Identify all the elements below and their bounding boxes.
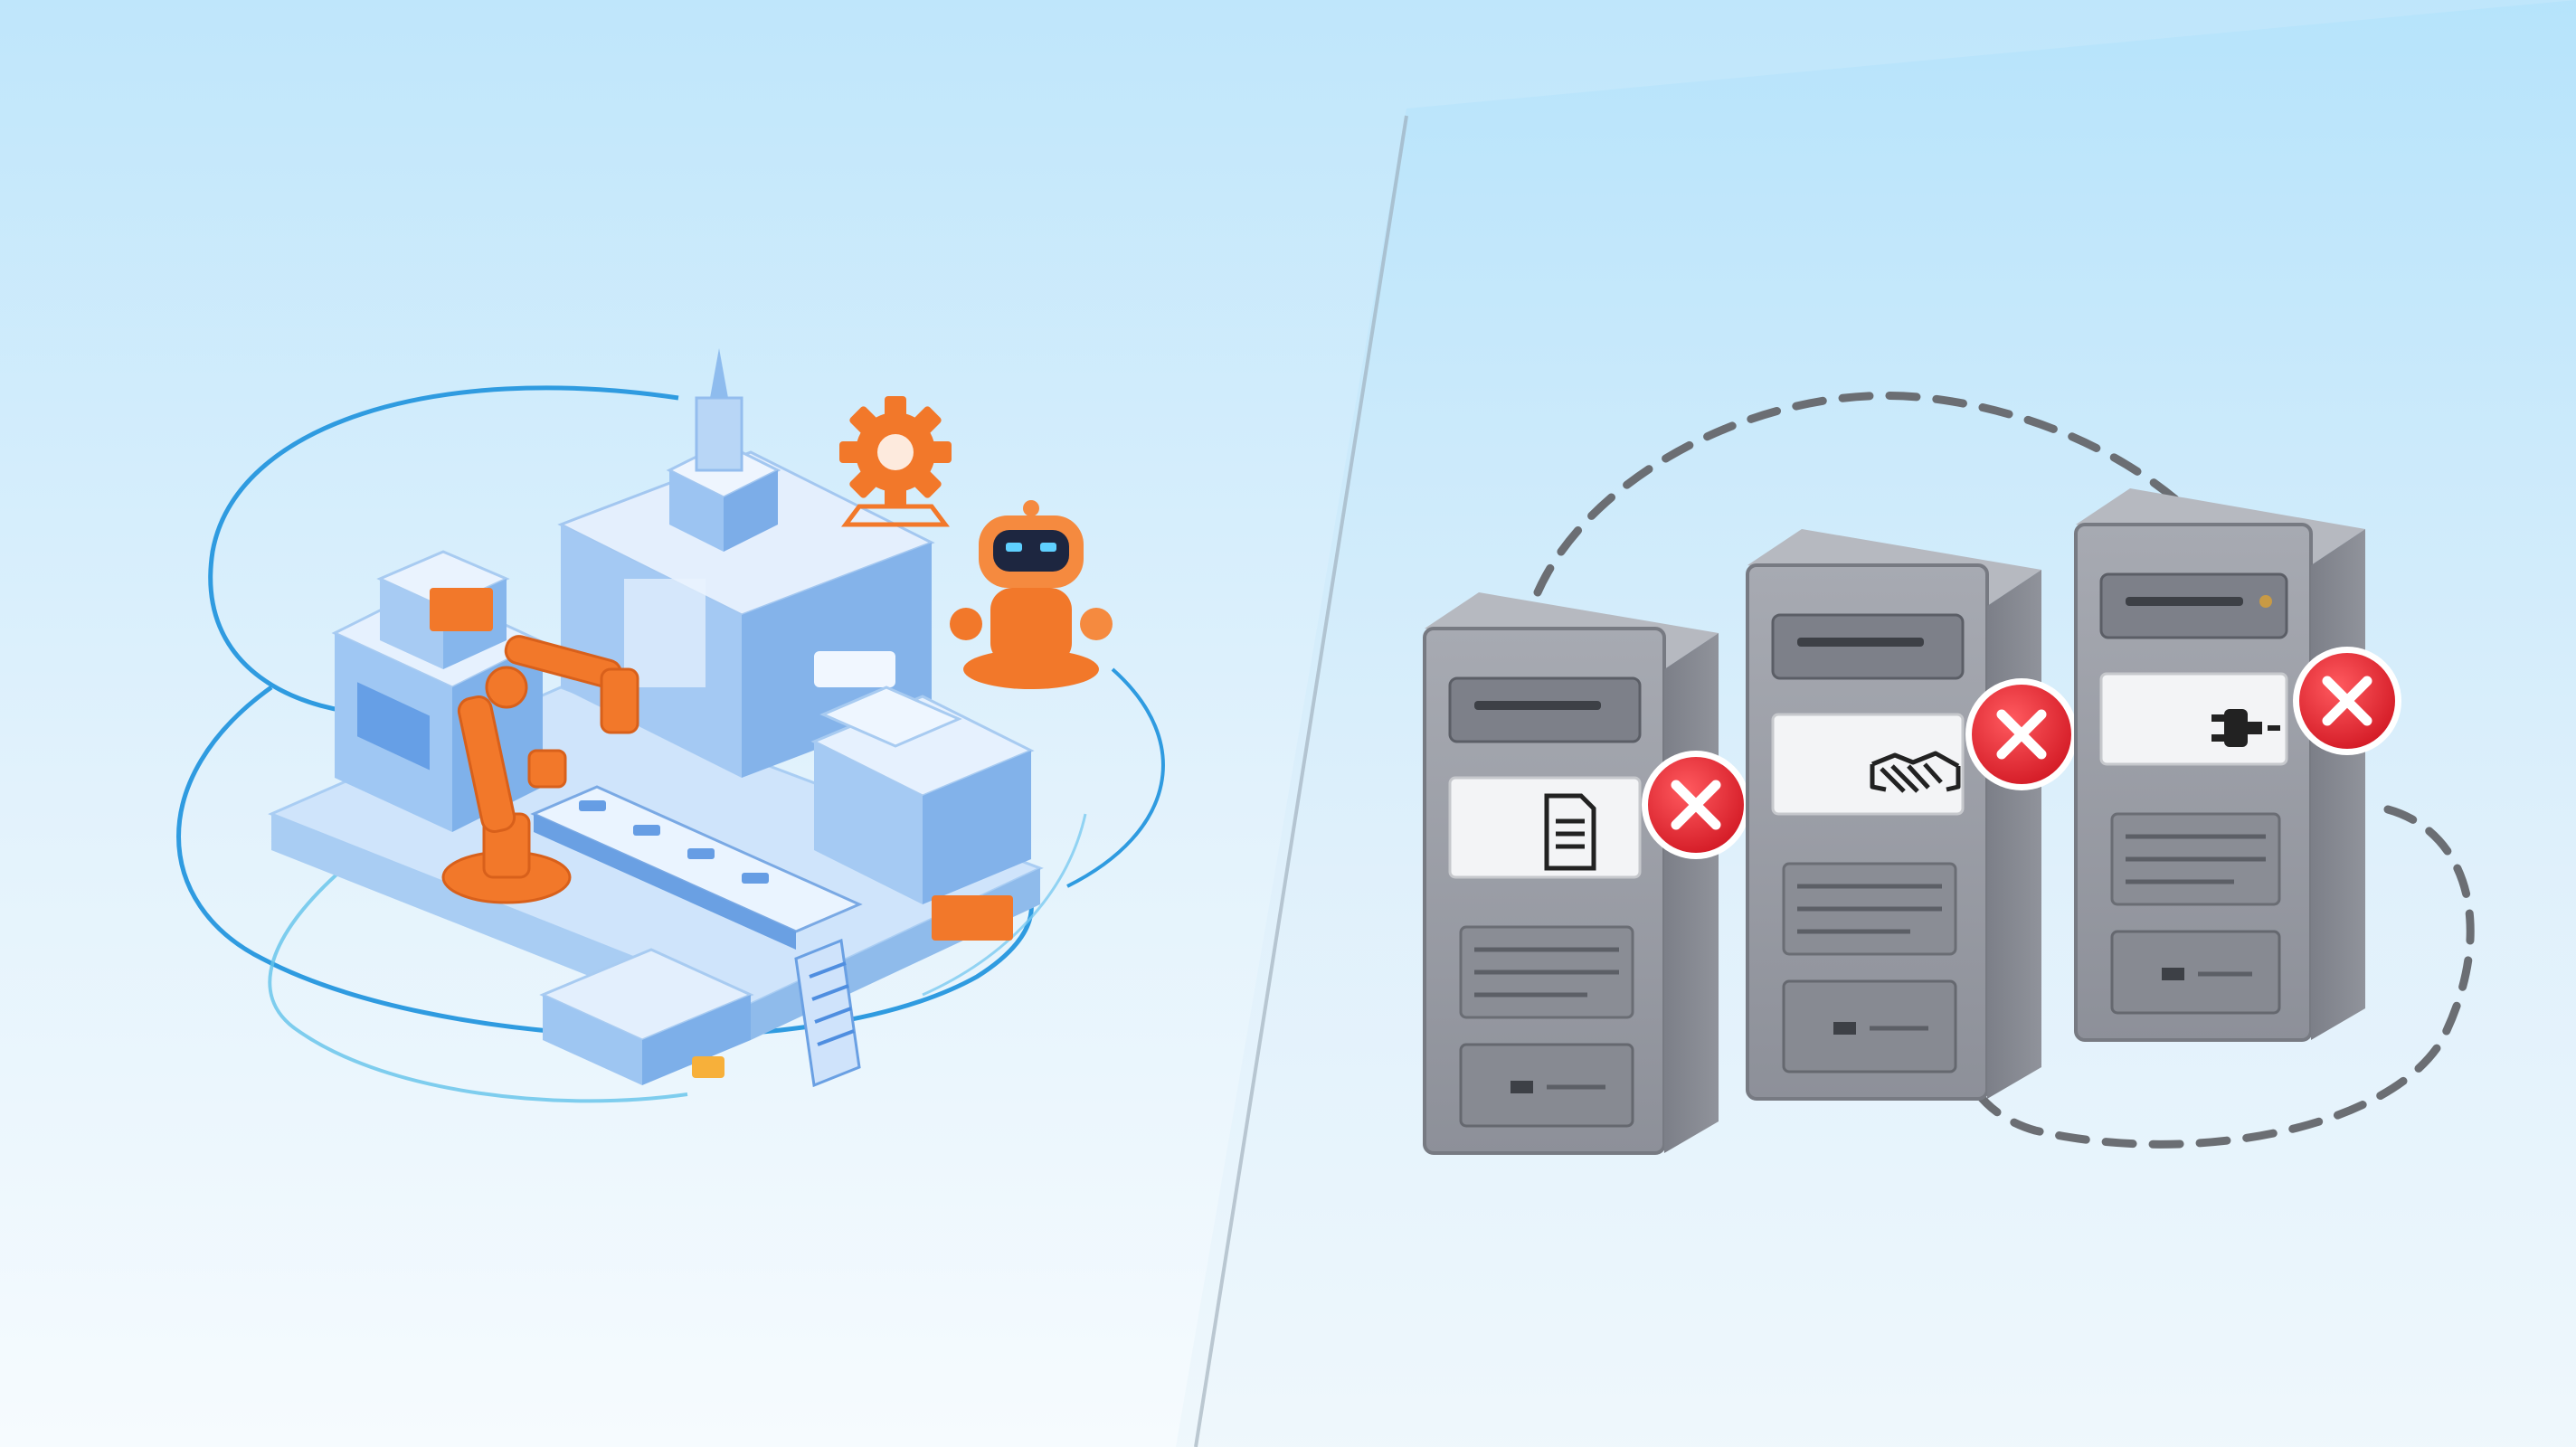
- storage-block: [376, 550, 510, 669]
- robot-icon: [950, 500, 1113, 689]
- connection-dashed-loop: [1958, 805, 2475, 1149]
- plug-icon: [2211, 709, 2280, 747]
- front-tray: [539, 948, 754, 1085]
- server-tower: [1423, 592, 1719, 1155]
- orbit-ring: [176, 385, 1034, 1039]
- orbit-ring: [922, 813, 1087, 997]
- connection-dashed-loop: [1533, 391, 2193, 597]
- handshake-icon: [1870, 751, 1961, 793]
- robot-arm-icon: [441, 635, 639, 904]
- conveyor-belt: [530, 785, 863, 1088]
- machine-block: [810, 686, 1035, 941]
- error-x-icon: [1965, 678, 2078, 790]
- panel-divider: [1194, 115, 1408, 1447]
- orbit-ring: [268, 866, 688, 1103]
- factory-illustration: [176, 348, 1165, 1103]
- gear-icon: [839, 396, 952, 527]
- error-x-icon: [1642, 751, 1750, 859]
- error-x-icon: [2293, 647, 2401, 755]
- document-icon: [1544, 793, 1596, 871]
- orbit-ring: [1066, 667, 1165, 888]
